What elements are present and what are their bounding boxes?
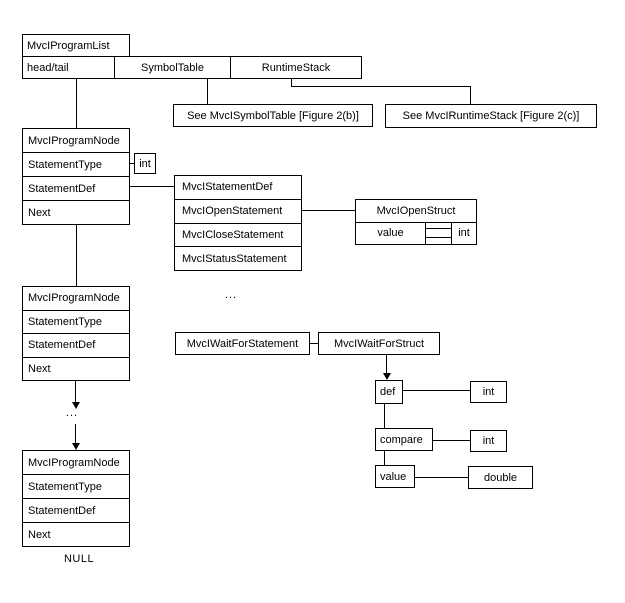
connector-openstatement-openstruct <box>302 210 355 211</box>
connector-runtimestack-down <box>291 78 292 87</box>
program-node-1: MvcIProgramNode StatementType StatementD… <box>22 128 130 225</box>
pointer-stub-connector <box>425 227 452 238</box>
open-statement-row: MvcIOpenStatement <box>175 200 301 224</box>
open-struct-int-cell: int <box>451 222 476 244</box>
program-node-3-statement-def: StatementDef <box>23 499 129 523</box>
program-node-2-statement-type: StatementType <box>23 311 129 334</box>
arrowhead-waitstruct-def <box>383 373 391 380</box>
program-node-3-title: MvcIProgramNode <box>23 451 129 475</box>
connector-def-compare <box>384 404 385 428</box>
arrowhead-node2-ellipsis <box>72 402 80 409</box>
connector-node2-ellipsis-line <box>75 381 76 403</box>
value-double-box: double <box>468 466 533 489</box>
program-node-2-statement-def: StatementDef <box>23 334 129 358</box>
program-node-2: MvcIProgramNode StatementType StatementD… <box>22 286 130 381</box>
program-node-1-title: MvcIProgramNode <box>23 129 129 153</box>
connector-node1-node2 <box>76 225 77 286</box>
compare-field-box: compare <box>375 428 433 451</box>
def-int-box: int <box>470 381 507 403</box>
ellipsis-structs: ... <box>224 289 238 301</box>
connector-headtail-node1 <box>76 78 77 128</box>
connector-runtimestack-across <box>291 86 471 87</box>
connector-statementtype-int <box>129 163 134 164</box>
symbol-table-field-box: SymbolTable <box>114 56 231 79</box>
def-field-box: def <box>375 380 403 404</box>
program-node-1-statement-def: StatementDef <box>23 177 129 201</box>
wait-for-struct-box: MvcIWaitForStruct <box>318 332 440 355</box>
statement-type-int-box: int <box>134 153 156 174</box>
program-node-2-next: Next <box>28 362 51 375</box>
program-node-3-statement-type: StatementType <box>23 475 129 499</box>
program-node-3-next: Next <box>28 528 51 541</box>
connector-waitstruct-def-line <box>386 355 387 374</box>
program-node-2-title: MvcIProgramNode <box>23 287 129 311</box>
runtime-stack-field-box: RuntimeStack <box>230 56 362 79</box>
connector-waitstatement-waitstruct <box>310 343 318 344</box>
connector-value-double <box>415 477 468 478</box>
open-struct-box: MvcIOpenStruct value int <box>355 199 477 245</box>
see-runtime-stack-box: See MvcIRuntimeStack [Figure 2(c)] <box>385 104 597 128</box>
open-struct-value-row: value int <box>356 222 476 245</box>
program-node-3: MvcIProgramNode StatementType StatementD… <box>22 450 130 547</box>
open-struct-title: MvcIOpenStruct <box>356 200 476 223</box>
wait-for-statement-box: MvcIWaitForStatement <box>175 332 310 355</box>
connector-statementdef-union <box>129 186 174 187</box>
program-list-title-box: MvcIProgramList <box>22 34 130 57</box>
connector-ellipsis-node3-line <box>75 424 76 444</box>
connector-symboltable-see <box>207 78 208 104</box>
see-symbol-table-box: See MvcISymbolTable [Figure 2(b)] <box>173 104 373 127</box>
arrowhead-ellipsis-node3 <box>72 443 80 450</box>
ellipsis-nodes: ... <box>65 407 79 419</box>
connector-compare-int <box>433 440 470 441</box>
program-node-1-next: Next <box>28 206 51 219</box>
connector-runtimestack-see <box>470 86 471 104</box>
status-statement-row: MvcIStatusStatement <box>182 252 287 265</box>
head-tail-field-box: head/tail <box>22 56 115 79</box>
open-struct-pointer-gap <box>425 223 452 245</box>
connector-def-int <box>403 390 470 391</box>
connector-compare-value <box>384 451 385 465</box>
null-label: NULL <box>63 553 95 565</box>
program-node-1-statement-type: StatementType <box>23 153 129 177</box>
statement-def-union-title: MvcIStatementDef <box>175 176 301 200</box>
close-statement-row: MvcICloseStatement <box>175 224 301 248</box>
compare-int-box: int <box>470 430 507 452</box>
open-struct-value-cell: value <box>356 222 426 244</box>
value-field-box: value <box>375 465 415 488</box>
statement-def-union-box: MvcIStatementDef MvcIOpenStatement MvcIC… <box>174 175 302 271</box>
